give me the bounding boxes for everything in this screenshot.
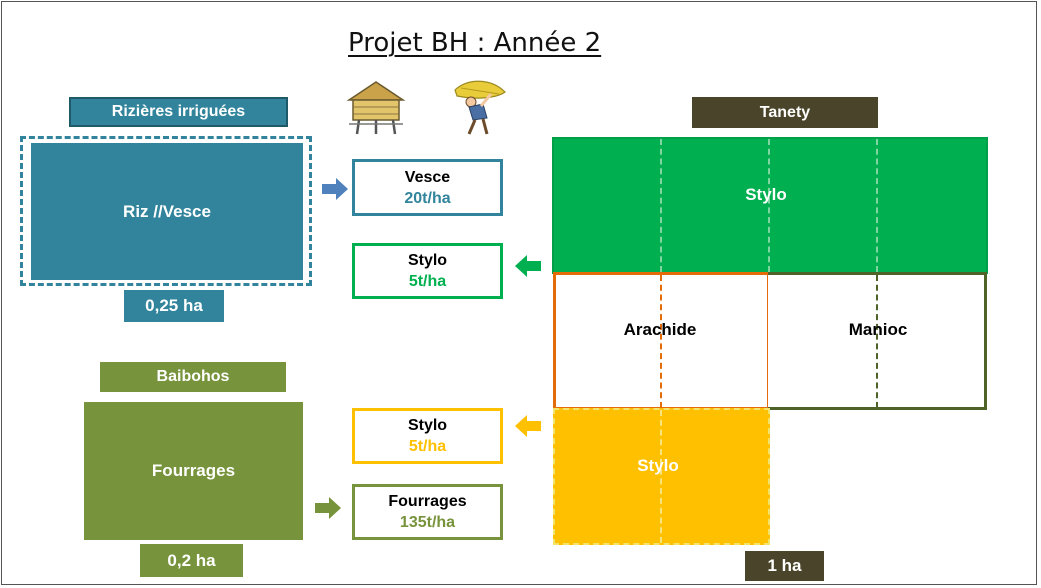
rizieres-area-badge: 0,25 ha: [124, 290, 224, 322]
baibohos-area-label: 0,2 ha: [167, 550, 216, 570]
farmer-carrying-hay-icon: [454, 80, 506, 135]
arrow-left-green-icon: [515, 255, 541, 277]
manioc-divider: [876, 275, 878, 408]
arrow-right-blue-icon: [322, 178, 348, 200]
arachide-divider: [660, 275, 662, 408]
granary-icon: [346, 81, 406, 135]
vesce-name: Vesce: [404, 168, 451, 186]
fourrages-name: Fourrages: [388, 493, 467, 510]
rizieres-header-label: Rizières irriguées: [111, 103, 246, 120]
stylo-bottom-divider: [660, 410, 662, 543]
stylo-green-yield: 5t/ha: [408, 273, 447, 290]
tanety-header-label: Tanety: [759, 103, 811, 121]
fourrages-yield-box: Fourrages 135t/ha: [352, 484, 503, 540]
tanety-header: Tanety: [692, 97, 878, 128]
stylo-top-divider-2: [768, 139, 770, 272]
stylo-top-divider-1: [660, 139, 662, 272]
stylo-green-yield-box: Stylo 5t/ha: [352, 243, 503, 299]
baibohos-header-label: Baibohos: [156, 368, 230, 385]
tanety-manioc-label: Manioc: [848, 320, 908, 339]
rizieres-area-label: 0,25 ha: [145, 296, 203, 315]
tanety-stylo-top-plot: [552, 137, 988, 274]
stylo-yellow-yield-box: Stylo 5t/ha: [352, 408, 503, 464]
tanety-area-badge: 1 ha: [745, 551, 824, 581]
vesce-yield: 20t/ha: [404, 189, 451, 207]
arrow-right-olive-icon: [315, 497, 341, 519]
stylo-yellow-name: Stylo: [407, 417, 448, 434]
rizieres-plot: Riz //Vesce: [31, 143, 303, 280]
rizieres-plot-label: Riz //Vesce: [123, 201, 211, 221]
page-title: Projet BH : Année 2: [348, 28, 602, 58]
baibohos-header: Baibohos: [100, 362, 286, 392]
stylo-yellow-yield: 5t/ha: [408, 438, 447, 455]
tanety-stylo-top-label: Stylo: [745, 185, 787, 204]
stylo-top-divider-3: [876, 139, 878, 272]
arrow-left-yellow-icon: [515, 415, 541, 437]
stylo-green-name: Stylo: [407, 252, 448, 269]
baibohos-plot-label: Fourrages: [151, 461, 236, 480]
tanety-arachide-label: Arachide: [623, 320, 697, 339]
tanety-stylo-bottom-label: Stylo: [637, 456, 679, 475]
fourrages-yield: 135t/ha: [399, 514, 456, 531]
baibohos-area-badge: 0,2 ha: [140, 544, 243, 577]
tanety-area-label: 1 ha: [767, 556, 802, 575]
vesce-yield-box: Vesce 20t/ha: [352, 159, 503, 216]
rizieres-header: Rizières irriguées: [69, 97, 288, 127]
baibohos-plot: Fourrages: [84, 402, 303, 540]
rizieres-plot-dashed-border: [20, 136, 312, 286]
